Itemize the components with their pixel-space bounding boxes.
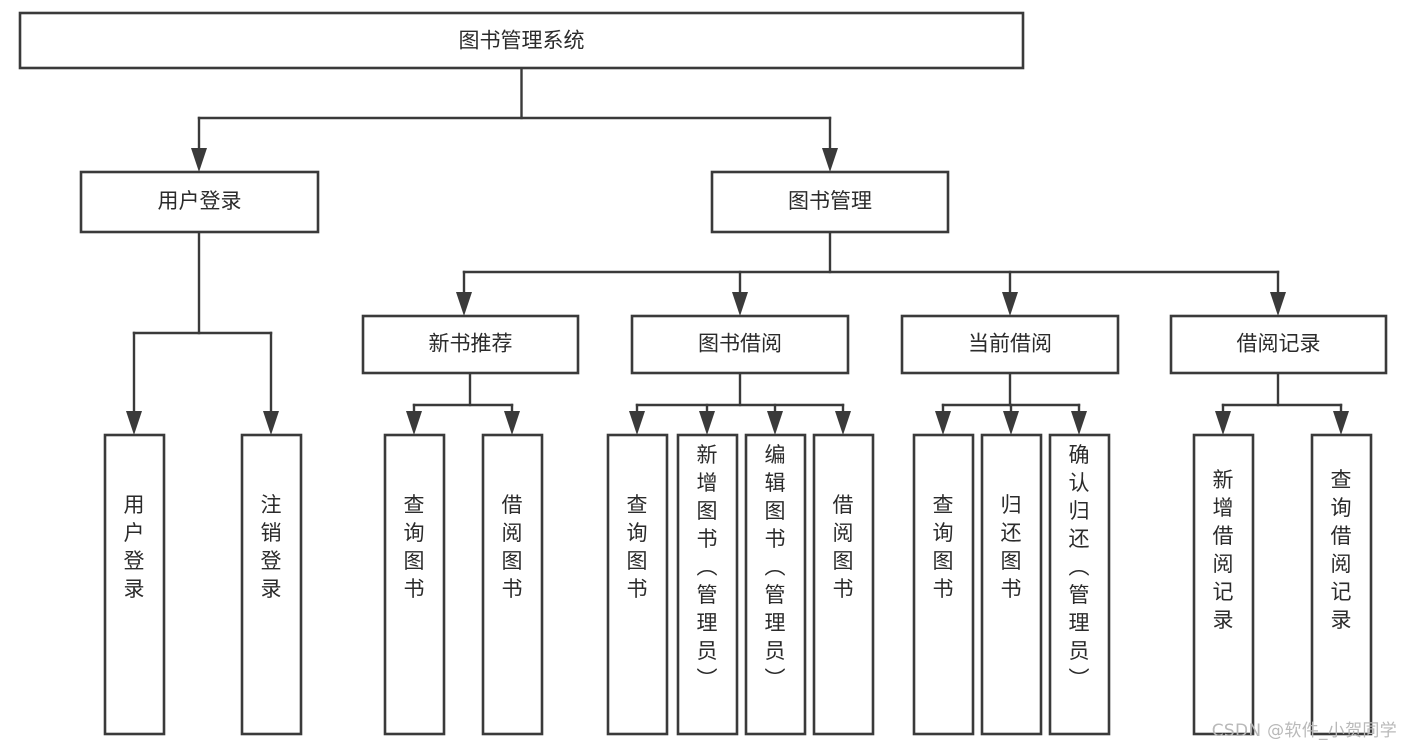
node-leaf-user-login-label: 用户登录 [124,493,145,601]
node-book-manage[interactable]: 图书管理 [710,170,950,234]
connector-group-root [191,66,838,172]
node-leaf-query-book-rec-box[interactable] [383,433,446,736]
node-leaf-add-record[interactable]: 新增借阅记录 [1192,433,1255,736]
node-leaf-confirm-return[interactable]: 确认归还︵管理员︶ [1048,433,1111,736]
node-leaf-add-record-box[interactable] [1192,433,1255,736]
node-user-login[interactable]: 用户登录 [79,170,320,234]
node-user-login-label: 用户登录 [158,189,242,213]
node-leaf-borrow-book-rec[interactable]: 借阅图书 [481,433,544,736]
node-book-borrow-box[interactable] [630,314,850,375]
arrow-to-user-login-icon [191,148,207,172]
arrow-to-book-manage-icon [822,148,838,172]
arrow-leaf-query-book-rec-icon [406,411,422,435]
node-leaf-add-record-label: 新增借阅记录 [1213,468,1234,632]
arrow-leaf-borrow-book-rec-icon [504,411,520,435]
node-leaf-confirm-return-box[interactable] [1048,433,1111,736]
node-book-manage-box[interactable] [710,170,950,234]
node-leaf-query-book-borrow-box[interactable] [606,433,669,736]
node-leaf-return-book-box[interactable] [980,433,1043,736]
node-leaf-user-login[interactable]: 用户登录 [103,433,166,736]
node-leaf-add-book-box[interactable] [676,433,739,736]
node-current-borrow-label: 当前借阅 [968,332,1052,356]
node-new-book-rec-box[interactable] [361,314,580,375]
arrow-leaf-query-book-current-icon [935,411,951,435]
arrow-leaf-borrow-book-icon [835,411,851,435]
node-leaf-query-book-current[interactable]: 查询图书 [912,433,975,736]
node-borrow-record-label: 借阅记录 [1237,332,1321,356]
arrow-to-new-book-rec-icon [456,292,472,316]
node-borrow-record[interactable]: 借阅记录 [1169,314,1388,375]
node-leaf-edit-book-box[interactable] [744,433,807,736]
node-leaf-query-book-rec[interactable]: 查询图书 [383,433,446,736]
node-new-book-rec[interactable]: 新书推荐 [361,314,580,375]
node-leaf-query-record-box[interactable] [1310,433,1373,736]
node-leaf-return-book[interactable]: 归还图书 [980,433,1043,736]
arrow-leaf-add-book-icon [699,411,715,435]
node-user-login-box[interactable] [79,170,320,234]
node-leaf-query-record-label: 查询借阅记录 [1331,468,1352,632]
connector-group-borrow-record [1215,371,1349,435]
node-leaf-borrow-book[interactable]: 借阅图书 [812,433,875,736]
node-leaf-query-book-borrow-label: 查询图书 [627,493,648,601]
node-leaf-edit-book[interactable]: 编辑图书︵管理员︶ [744,433,807,736]
node-leaf-add-book-label: 新增图书︵管理员︶ [697,443,718,691]
node-borrow-record-box[interactable] [1169,314,1388,375]
node-leaf-borrow-book-label: 借阅图书 [833,493,854,601]
node-leaf-logout-login[interactable]: 注销登录 [240,433,303,736]
node-root-box[interactable] [18,11,1025,70]
arrow-leaf-user-login-icon [126,411,142,435]
arrow-leaf-confirm-return-icon [1071,411,1087,435]
node-leaf-query-book-rec-label: 查询图书 [404,493,425,601]
arrow-leaf-query-record-icon [1333,411,1349,435]
node-book-manage-label: 图书管理 [788,189,872,213]
node-leaf-edit-book-label: 编辑图书︵管理员︶ [765,443,786,691]
node-book-borrow-label: 图书借阅 [698,332,782,356]
node-leaf-query-book-current-box[interactable] [912,433,975,736]
arrow-to-current-borrow-icon [1002,292,1018,316]
connector-group-user-login [126,230,279,435]
arrow-leaf-return-book-icon [1003,411,1019,435]
node-root[interactable]: 图书管理系统 [18,11,1025,70]
node-leaf-logout-login-box[interactable] [240,433,303,736]
arrow-to-book-borrow-icon [732,292,748,316]
connector-group-book-manage [456,230,1286,316]
node-current-borrow[interactable]: 当前借阅 [900,314,1120,375]
node-leaf-query-record[interactable]: 查询借阅记录 [1310,433,1373,736]
node-leaf-confirm-return-label: 确认归还︵管理员︶ [1069,443,1090,691]
node-leaf-add-book[interactable]: 新增图书︵管理员︶ [676,433,739,736]
node-leaf-borrow-book-box[interactable] [812,433,875,736]
node-book-borrow[interactable]: 图书借阅 [630,314,850,375]
arrow-to-borrow-record-icon [1270,292,1286,316]
arrow-leaf-add-record-icon [1215,411,1231,435]
connector-group-current-borrow [935,371,1087,435]
node-leaf-return-book-label: 归还图书 [1001,493,1022,601]
arrow-leaf-query-book-borrow-icon [629,411,645,435]
arrow-leaf-edit-book-icon [767,411,783,435]
node-leaf-borrow-book-rec-box[interactable] [481,433,544,736]
node-leaf-query-book-borrow[interactable]: 查询图书 [606,433,669,736]
connector-group-new-book-rec [406,371,520,435]
node-root-label: 图书管理系统 [459,29,585,53]
node-leaf-user-login-box[interactable] [103,433,166,736]
node-current-borrow-box[interactable] [900,314,1120,375]
node-leaf-logout-login-label: 注销登录 [261,493,282,601]
node-new-book-rec-label: 新书推荐 [429,332,513,356]
connector-group-book-borrow [629,371,851,435]
node-leaf-query-book-current-label: 查询图书 [933,493,954,601]
node-leaf-borrow-book-rec-label: 借阅图书 [502,493,523,601]
arrow-leaf-logout-login-icon [263,411,279,435]
